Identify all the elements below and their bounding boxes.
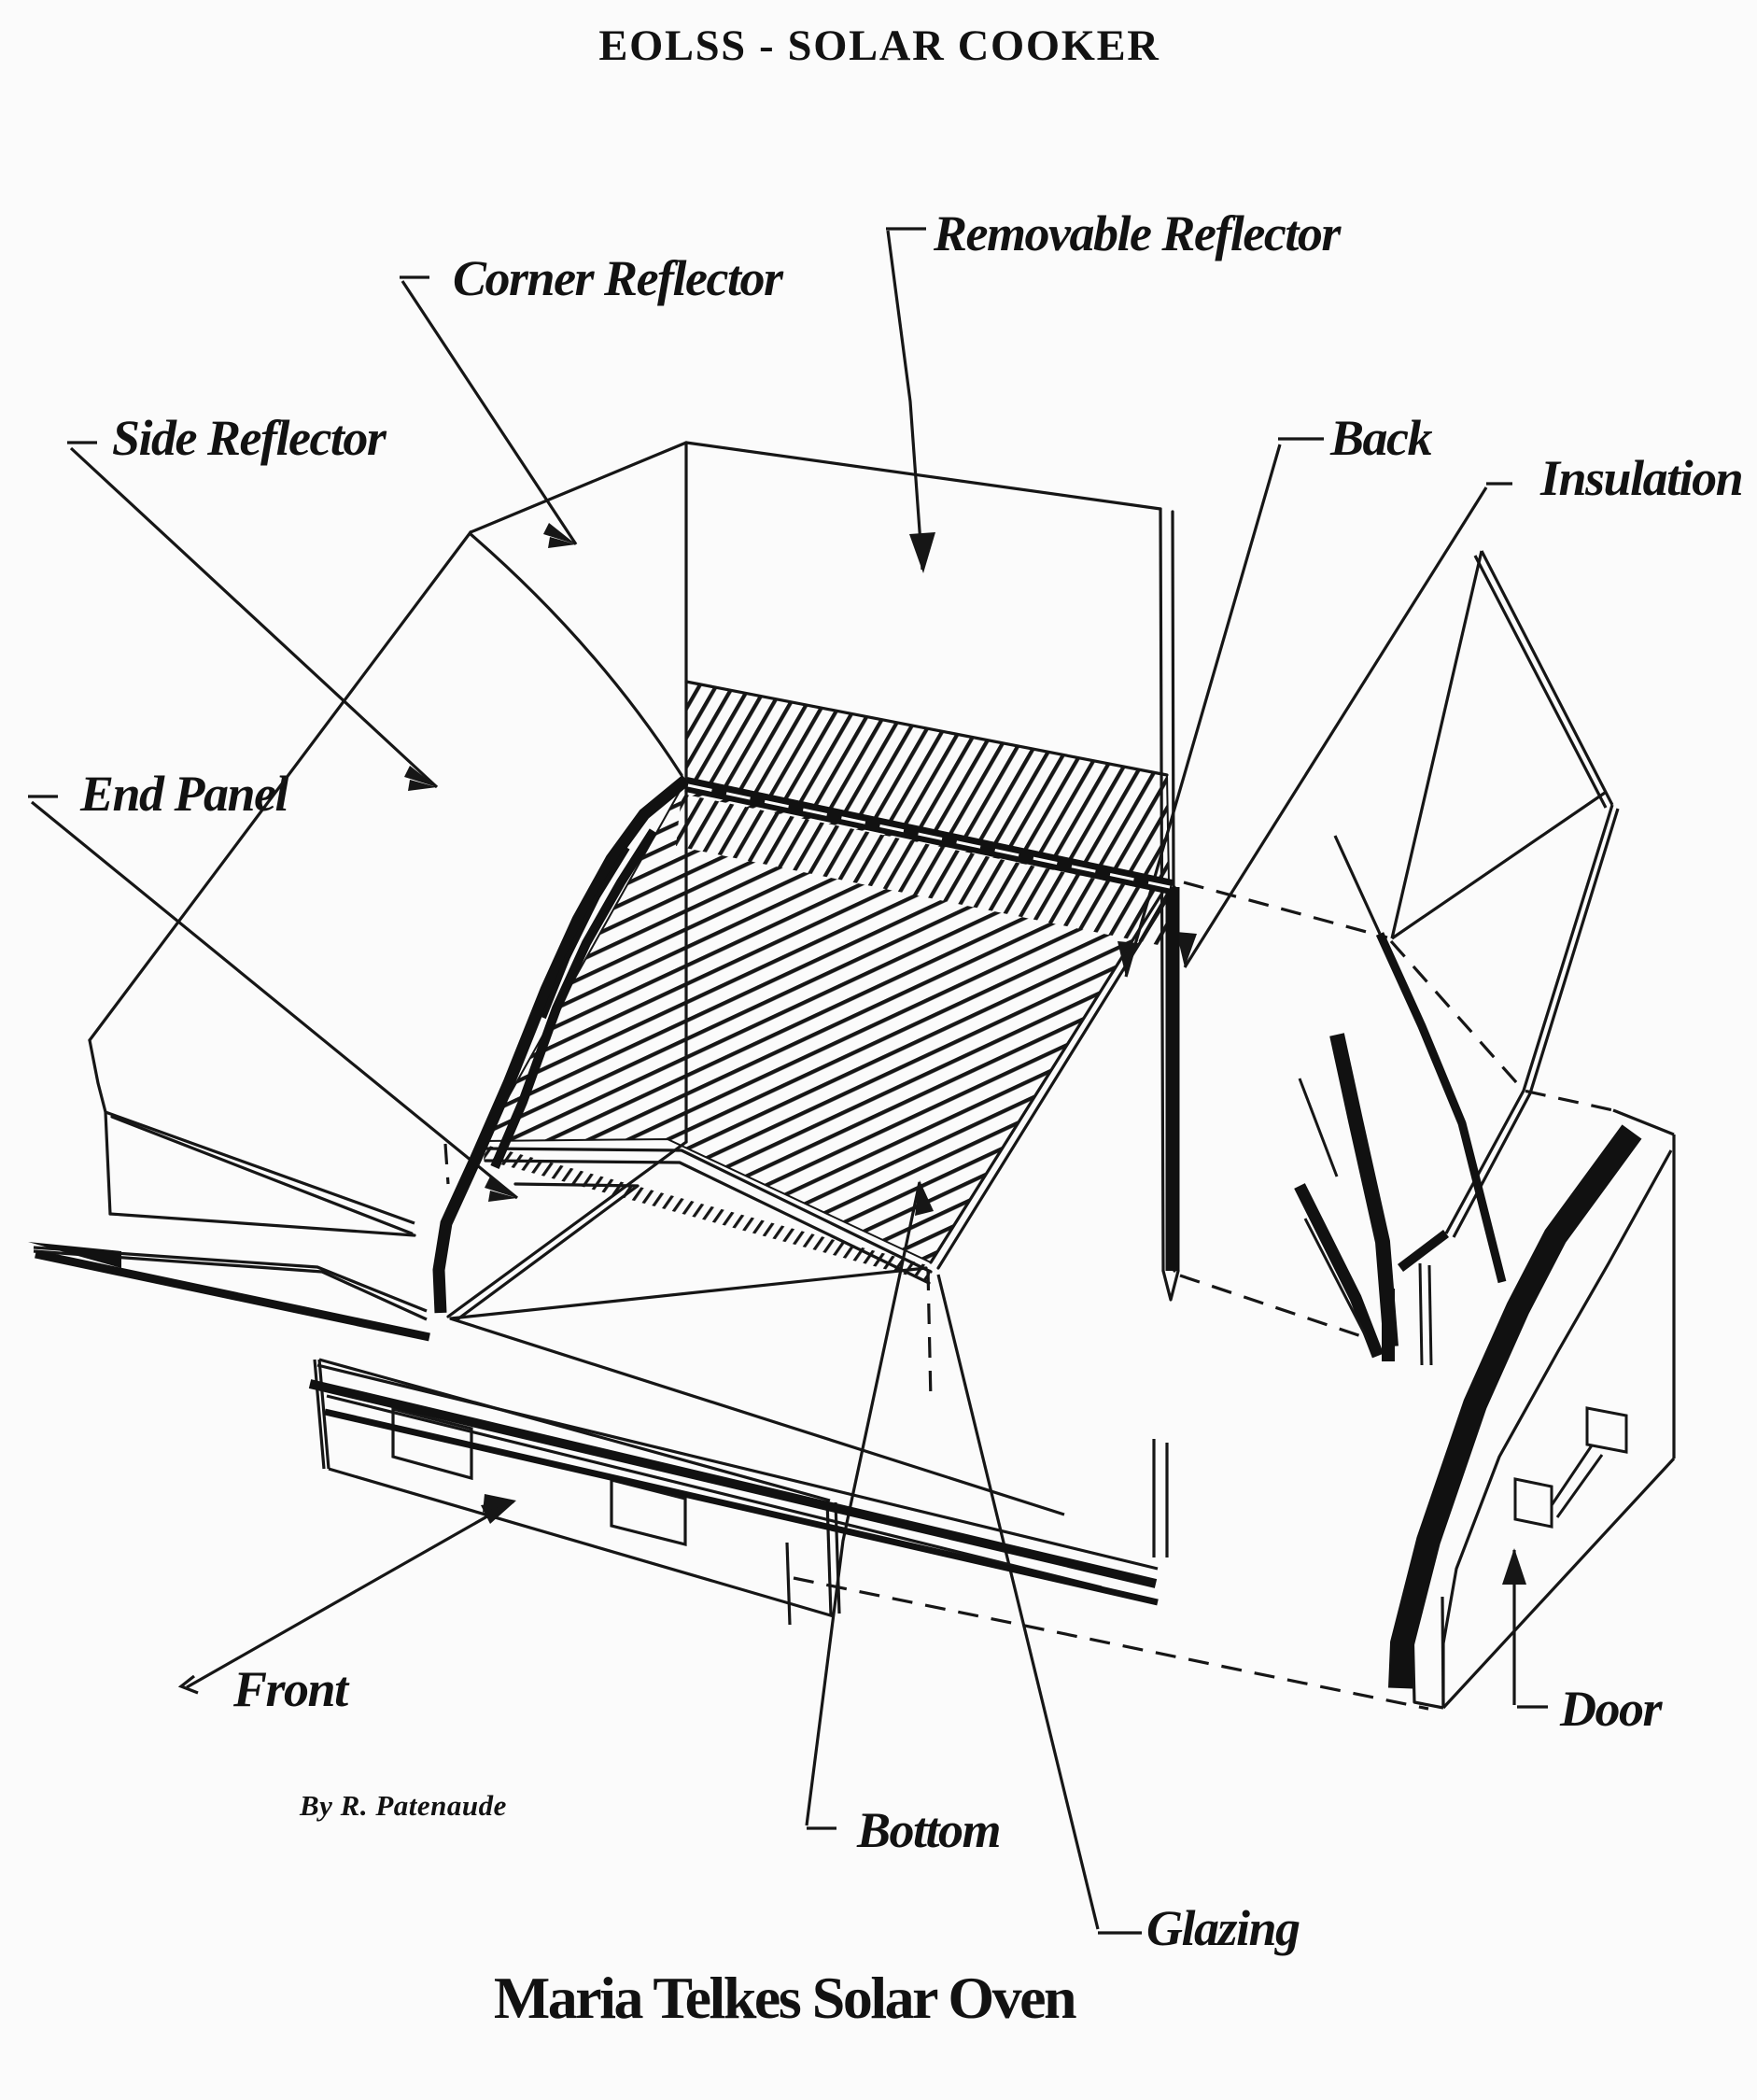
svg-text:Bottom: Bottom [856,1802,1000,1858]
svg-text:Maria Telkes Solar Oven: Maria Telkes Solar Oven [494,1965,1076,2031]
svg-text:Glazing: Glazing [1146,1900,1300,1956]
svg-text:Back: Back [1329,410,1432,466]
svg-text:Front: Front [232,1661,350,1717]
svg-text:Corner Reflector: Corner Reflector [453,250,784,306]
svg-text:EOLSS - SOLAR COOKER: EOLSS - SOLAR COOKER [598,22,1160,70]
svg-text:Door: Door [1559,1681,1663,1737]
svg-text:Side Reflector: Side Reflector [112,410,387,466]
svg-text:By R. Patenaude: By R. Patenaude [299,1789,507,1822]
svg-text:End Panel: End Panel [79,766,289,822]
svg-text:Insulation: Insulation [1539,450,1742,506]
svg-text:Removable Reflector: Removable Reflector [933,205,1342,261]
